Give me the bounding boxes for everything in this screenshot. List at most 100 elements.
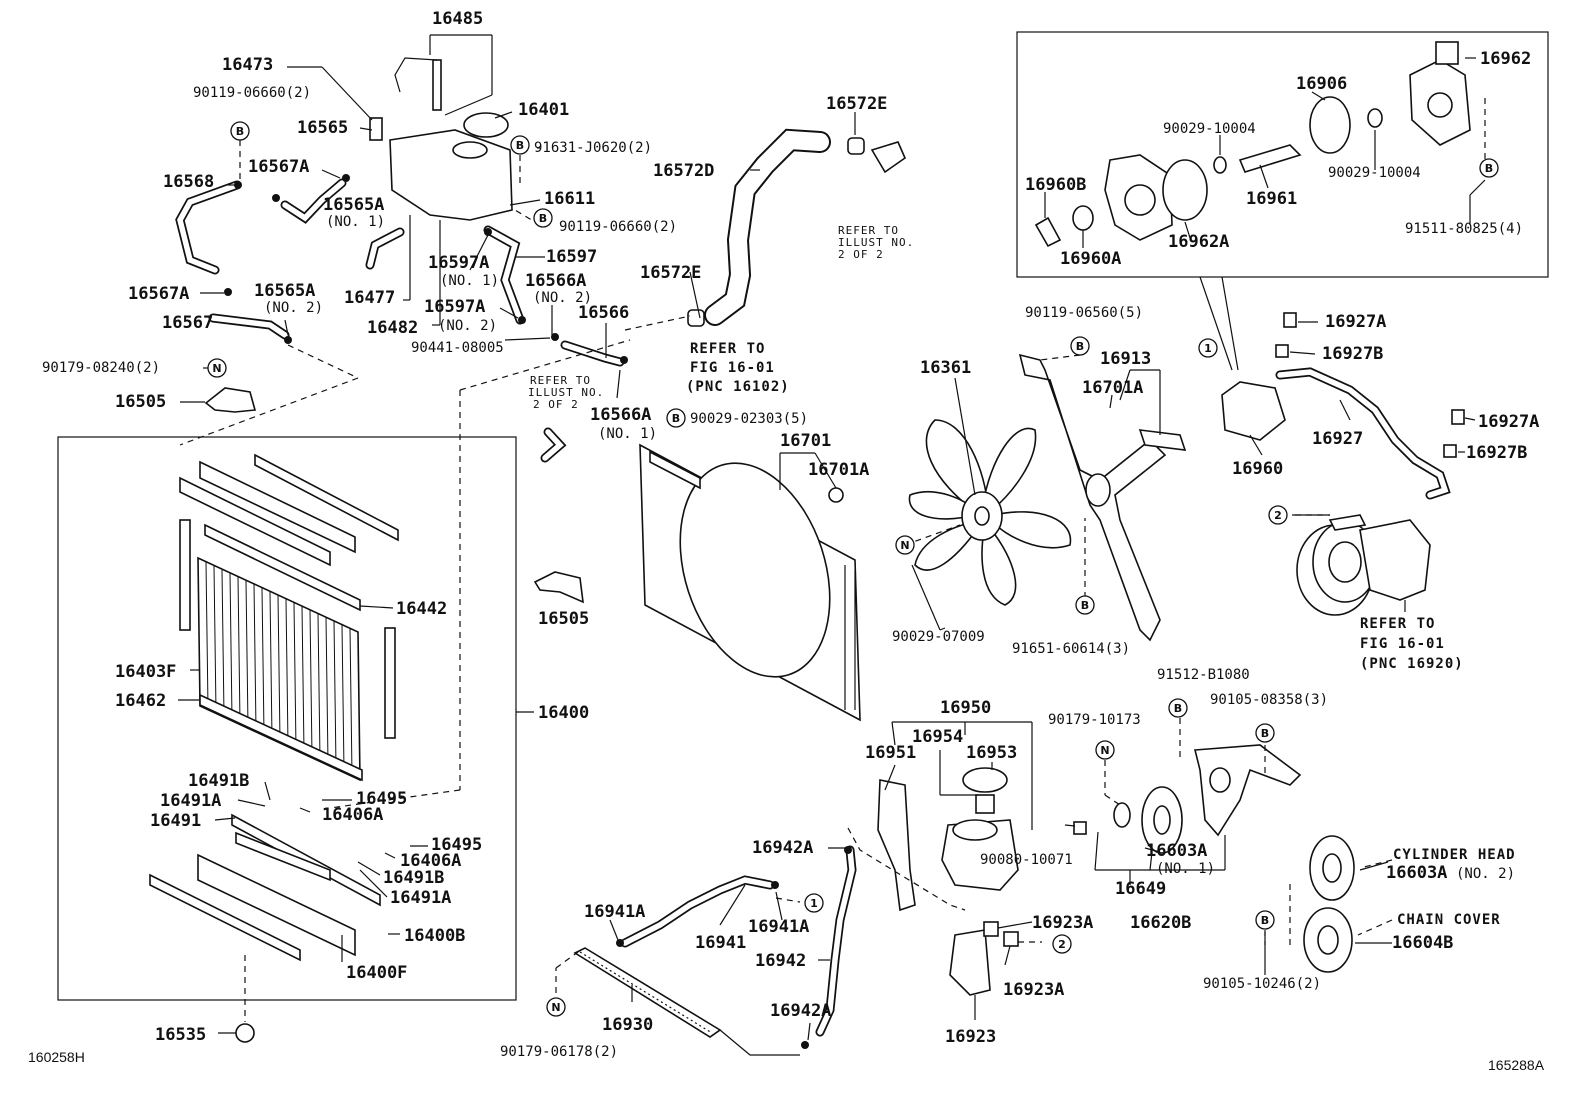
radiator-core <box>197 556 361 782</box>
label-16954: 16954 <box>912 727 963 747</box>
marker-b-4: B <box>666 408 686 428</box>
bracket-16505-top <box>204 387 257 413</box>
svg-text:B: B <box>1261 727 1269 740</box>
marker-1-a: 1 <box>1198 338 1218 358</box>
label-16505-b: 16505 <box>538 609 589 629</box>
marker-b-1: B <box>230 121 250 141</box>
label-90179-08240: 90179-08240(2) <box>42 360 160 376</box>
footer-left-code: 160258H <box>28 1049 85 1065</box>
label-90029-10004-b: 90029-10004 <box>1328 165 1421 181</box>
bracket-16505-mid <box>533 571 584 604</box>
svg-text:FIG 16-01: FIG 16-01 <box>690 360 775 376</box>
label-16406a-a: 16406A <box>322 805 383 825</box>
label-16572e-top: 16572E <box>826 94 887 114</box>
label-16961: 16961 <box>1246 189 1297 209</box>
label-16491b-a: 16491B <box>188 771 249 791</box>
label-91512-b1080: 91512-B1080 <box>1157 667 1250 683</box>
svg-text:N: N <box>1100 744 1109 757</box>
label-16604b: 16604B <box>1392 933 1453 953</box>
label-16406a-b: 16406A <box>400 851 461 871</box>
marker-2-b: 2 <box>1052 934 1072 954</box>
label-90029-10004-a: 90029-10004 <box>1163 121 1256 137</box>
label-16906: 16906 <box>1296 74 1347 94</box>
svg-text:B: B <box>516 139 524 152</box>
label-16923a-a: 16923A <box>1032 913 1093 933</box>
label-16491: 16491 <box>150 811 201 831</box>
label-16565a-1: 16565A <box>323 195 384 215</box>
footer-right-code: 165288A <box>1488 1057 1545 1073</box>
label-91631-j0620: 91631-J0620(2) <box>534 140 652 156</box>
label-16611: 16611 <box>544 189 595 209</box>
label-90119-06660-a: 90119-06660(2) <box>193 85 311 101</box>
svg-text:N: N <box>900 539 909 552</box>
label-16482: 16482 <box>367 318 418 338</box>
label-no2-a: (NO. 2) <box>533 290 592 306</box>
label-91651-60614: 91651-60614(3) <box>1012 641 1130 657</box>
label-16505-a: 16505 <box>115 392 166 412</box>
label-16941a-a: 16941A <box>584 902 645 922</box>
label-chain-cover: CHAIN COVER <box>1397 912 1501 928</box>
marker-b-2: B <box>510 135 530 155</box>
label-16597a-1: 16597A <box>428 253 489 273</box>
label-no2-b: (NO. 2) <box>264 300 323 316</box>
label-16485: 16485 <box>432 9 483 29</box>
label-91511-80825: 91511-80825(4) <box>1405 221 1523 237</box>
label-16701a-b: 16701A <box>1082 378 1143 398</box>
label-no1-c: (NO. 1) <box>598 426 657 442</box>
label-90029-07009: 90029-07009 <box>892 629 985 645</box>
reserve-tank <box>389 129 513 221</box>
power-steering-pump <box>1221 381 1286 441</box>
label-16400f: 16400F <box>346 963 407 983</box>
label-16403f: 16403F <box>115 662 176 682</box>
label-16401: 16401 <box>518 100 569 120</box>
label-no2-d: (NO. 2) <box>1456 866 1515 882</box>
label-16620b: 16620B <box>1130 913 1191 933</box>
label-16941: 16941 <box>695 933 746 953</box>
label-16603a-2: 16603A <box>1386 863 1447 883</box>
label-16442: 16442 <box>396 599 447 619</box>
label-16701a-a: 16701A <box>808 460 869 480</box>
label-16701: 16701 <box>780 431 831 451</box>
svg-text:REFER TO: REFER TO <box>530 374 591 387</box>
refer-note-illust-1: REFER TO ILLUST NO. 2 OF 2 <box>838 224 914 261</box>
svg-text:B: B <box>1081 599 1089 612</box>
label-16927a-a: 16927A <box>1325 312 1386 332</box>
svg-text:1: 1 <box>1204 342 1212 355</box>
marker-b-7: B <box>1479 158 1499 178</box>
svg-text:(PNC 16102): (PNC 16102) <box>686 379 790 395</box>
label-16567a-top: 16567A <box>248 157 309 177</box>
marker-n-2: N <box>895 535 915 555</box>
label-16462: 16462 <box>115 691 166 711</box>
svg-text:REFER TO: REFER TO <box>838 224 899 237</box>
label-90080-10071: 90080-10071 <box>980 852 1073 868</box>
label-16495-a: 16495 <box>356 789 407 809</box>
svg-text:B: B <box>1174 702 1182 715</box>
svg-text:N: N <box>212 362 221 375</box>
label-16927b-b: 16927B <box>1466 443 1527 463</box>
label-16960a: 16960A <box>1060 249 1121 269</box>
svg-text:REFER TO: REFER TO <box>690 341 765 357</box>
svg-text:2: 2 <box>1274 509 1282 522</box>
marker-b-6: B <box>1075 595 1095 615</box>
label-no1-d: (NO. 1) <box>1156 861 1215 877</box>
label-16953: 16953 <box>966 743 1017 763</box>
label-16567: 16567 <box>162 313 213 333</box>
svg-text:B: B <box>1076 340 1084 353</box>
label-16942a-b: 16942A <box>770 1001 831 1021</box>
svg-text:1: 1 <box>810 897 818 910</box>
radiator-upper-tank <box>199 460 356 554</box>
label-90119-06660-b: 90119-06660(2) <box>559 219 677 235</box>
label-16491a-b: 16491A <box>390 888 451 908</box>
marker-n-4: N <box>546 997 566 1017</box>
label-16597a-2: 16597A <box>424 297 485 317</box>
label-16923: 16923 <box>945 1027 996 1047</box>
label-90105-08358: 90105-08358(3) <box>1210 692 1328 708</box>
label-16565a-2: 16565A <box>254 281 315 301</box>
label-no1-b: (NO. 1) <box>440 273 499 289</box>
svg-text:2 OF 2: 2 OF 2 <box>838 248 884 261</box>
marker-b-9: B <box>1255 723 1275 743</box>
label-no2-c: (NO. 2) <box>438 318 497 334</box>
svg-text:ILLUST NO.: ILLUST NO. <box>838 236 914 249</box>
